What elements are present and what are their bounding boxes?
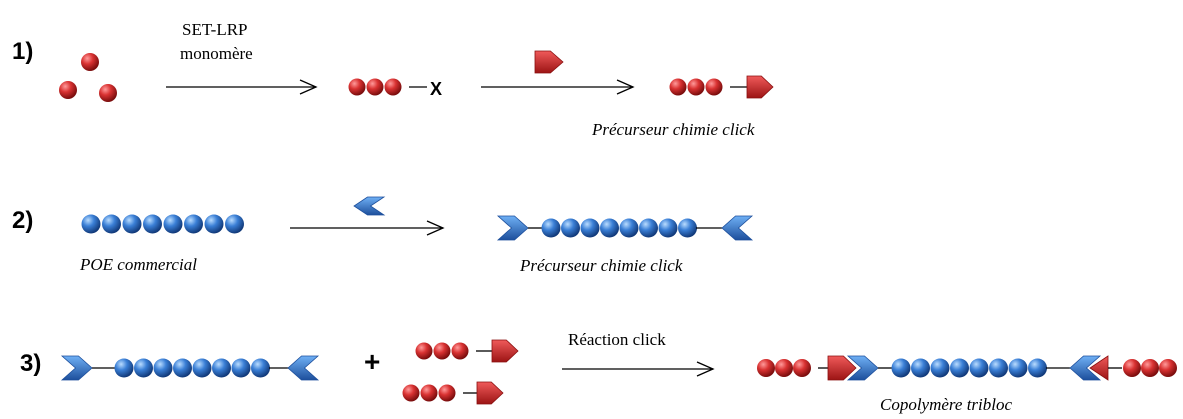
- blue-chevron-right: [496, 215, 529, 241]
- reaction2-arrow-head: [426, 220, 445, 236]
- red-bead: [687, 78, 705, 96]
- blue-bead: [911, 358, 930, 378]
- blue-bead: [102, 214, 121, 234]
- reaction1-product-caption: Précurseur chimie click: [592, 120, 755, 139]
- red-bead: [366, 78, 384, 96]
- blue-bead: [930, 358, 950, 378]
- red-bead: [384, 78, 402, 96]
- reaction2-reactant-caption: POE commercial: [80, 255, 197, 274]
- red-bead: [81, 53, 99, 71]
- red-bead: [438, 384, 456, 402]
- blue-bead: [1028, 358, 1047, 378]
- reaction2-product-caption: Précurseur chimie click: [520, 256, 683, 275]
- blue-bead: [658, 218, 678, 238]
- step-label-1: 1): [12, 38, 34, 65]
- blue-bead: [541, 218, 561, 238]
- blue-bead: [251, 358, 270, 378]
- red-bead: [793, 359, 811, 377]
- end-group-x: X: [430, 79, 443, 99]
- red-bead: [402, 384, 420, 402]
- red-click-group: [534, 50, 564, 74]
- blue-bead: [212, 358, 231, 378]
- red-bead: [433, 342, 451, 360]
- blue-bead: [143, 214, 162, 234]
- red-click-group: [491, 339, 519, 363]
- blue-bead: [950, 358, 969, 378]
- red-bead: [1123, 359, 1141, 377]
- step-label-3: 3): [20, 350, 42, 377]
- blue-bead: [134, 358, 153, 378]
- red-bead: [99, 84, 117, 102]
- blue-chevron-right: [60, 355, 93, 381]
- red-click-group: [746, 75, 774, 99]
- blue-bead: [204, 214, 224, 234]
- blue-chevron-right: [846, 355, 879, 381]
- blue-bead: [184, 214, 203, 234]
- red-bead: [451, 342, 469, 360]
- reaction3-product-caption: Copolymère tribloc: [880, 395, 1013, 414]
- red-bead: [705, 78, 723, 96]
- reaction3-arrow-head: [696, 361, 715, 377]
- blue-bead: [173, 358, 192, 378]
- red-bead: [59, 81, 77, 99]
- blue-bead: [231, 358, 251, 378]
- blue-bead: [192, 358, 212, 378]
- red-bead: [669, 78, 687, 96]
- red-bead: [415, 342, 433, 360]
- blue-chevron-left: [353, 196, 386, 216]
- plus-sign: +: [364, 346, 381, 377]
- blue-bead: [580, 218, 600, 238]
- blue-bead: [619, 218, 639, 238]
- blue-bead: [969, 358, 989, 378]
- blue-bead: [989, 358, 1008, 378]
- red-click-group: [827, 355, 857, 381]
- red-bead: [348, 78, 366, 96]
- blue-bead: [891, 358, 911, 378]
- blue-bead: [122, 214, 142, 234]
- blue-bead: [163, 214, 183, 234]
- blue-bead: [153, 358, 173, 378]
- reaction1-arrow-1-head: [299, 79, 318, 95]
- blue-bead: [600, 218, 619, 238]
- reaction1-top-label: SET-LRP: [182, 20, 248, 39]
- blue-bead: [81, 214, 101, 234]
- red-bead: [1141, 359, 1159, 377]
- reaction3-arrow-label: Réaction click: [568, 330, 666, 349]
- blue-bead: [639, 218, 658, 238]
- red-click-group: [476, 381, 504, 405]
- red-bead: [420, 384, 438, 402]
- blue-bead: [561, 218, 580, 238]
- blue-chevron-left: [287, 355, 320, 381]
- blue-chevron-left: [1069, 355, 1102, 381]
- blue-bead: [114, 358, 134, 378]
- blue-bead: [225, 214, 244, 234]
- red-bead: [775, 359, 793, 377]
- blue-bead: [678, 218, 697, 238]
- step-label-2: 2): [12, 207, 34, 234]
- red-bead: [1159, 359, 1177, 377]
- blue-chevron-left: [721, 215, 754, 241]
- blue-bead: [1008, 358, 1028, 378]
- reaction1-bottom-label: monomère: [180, 44, 253, 63]
- reaction1-arrow-2-head: [616, 79, 635, 95]
- red-bead: [757, 359, 775, 377]
